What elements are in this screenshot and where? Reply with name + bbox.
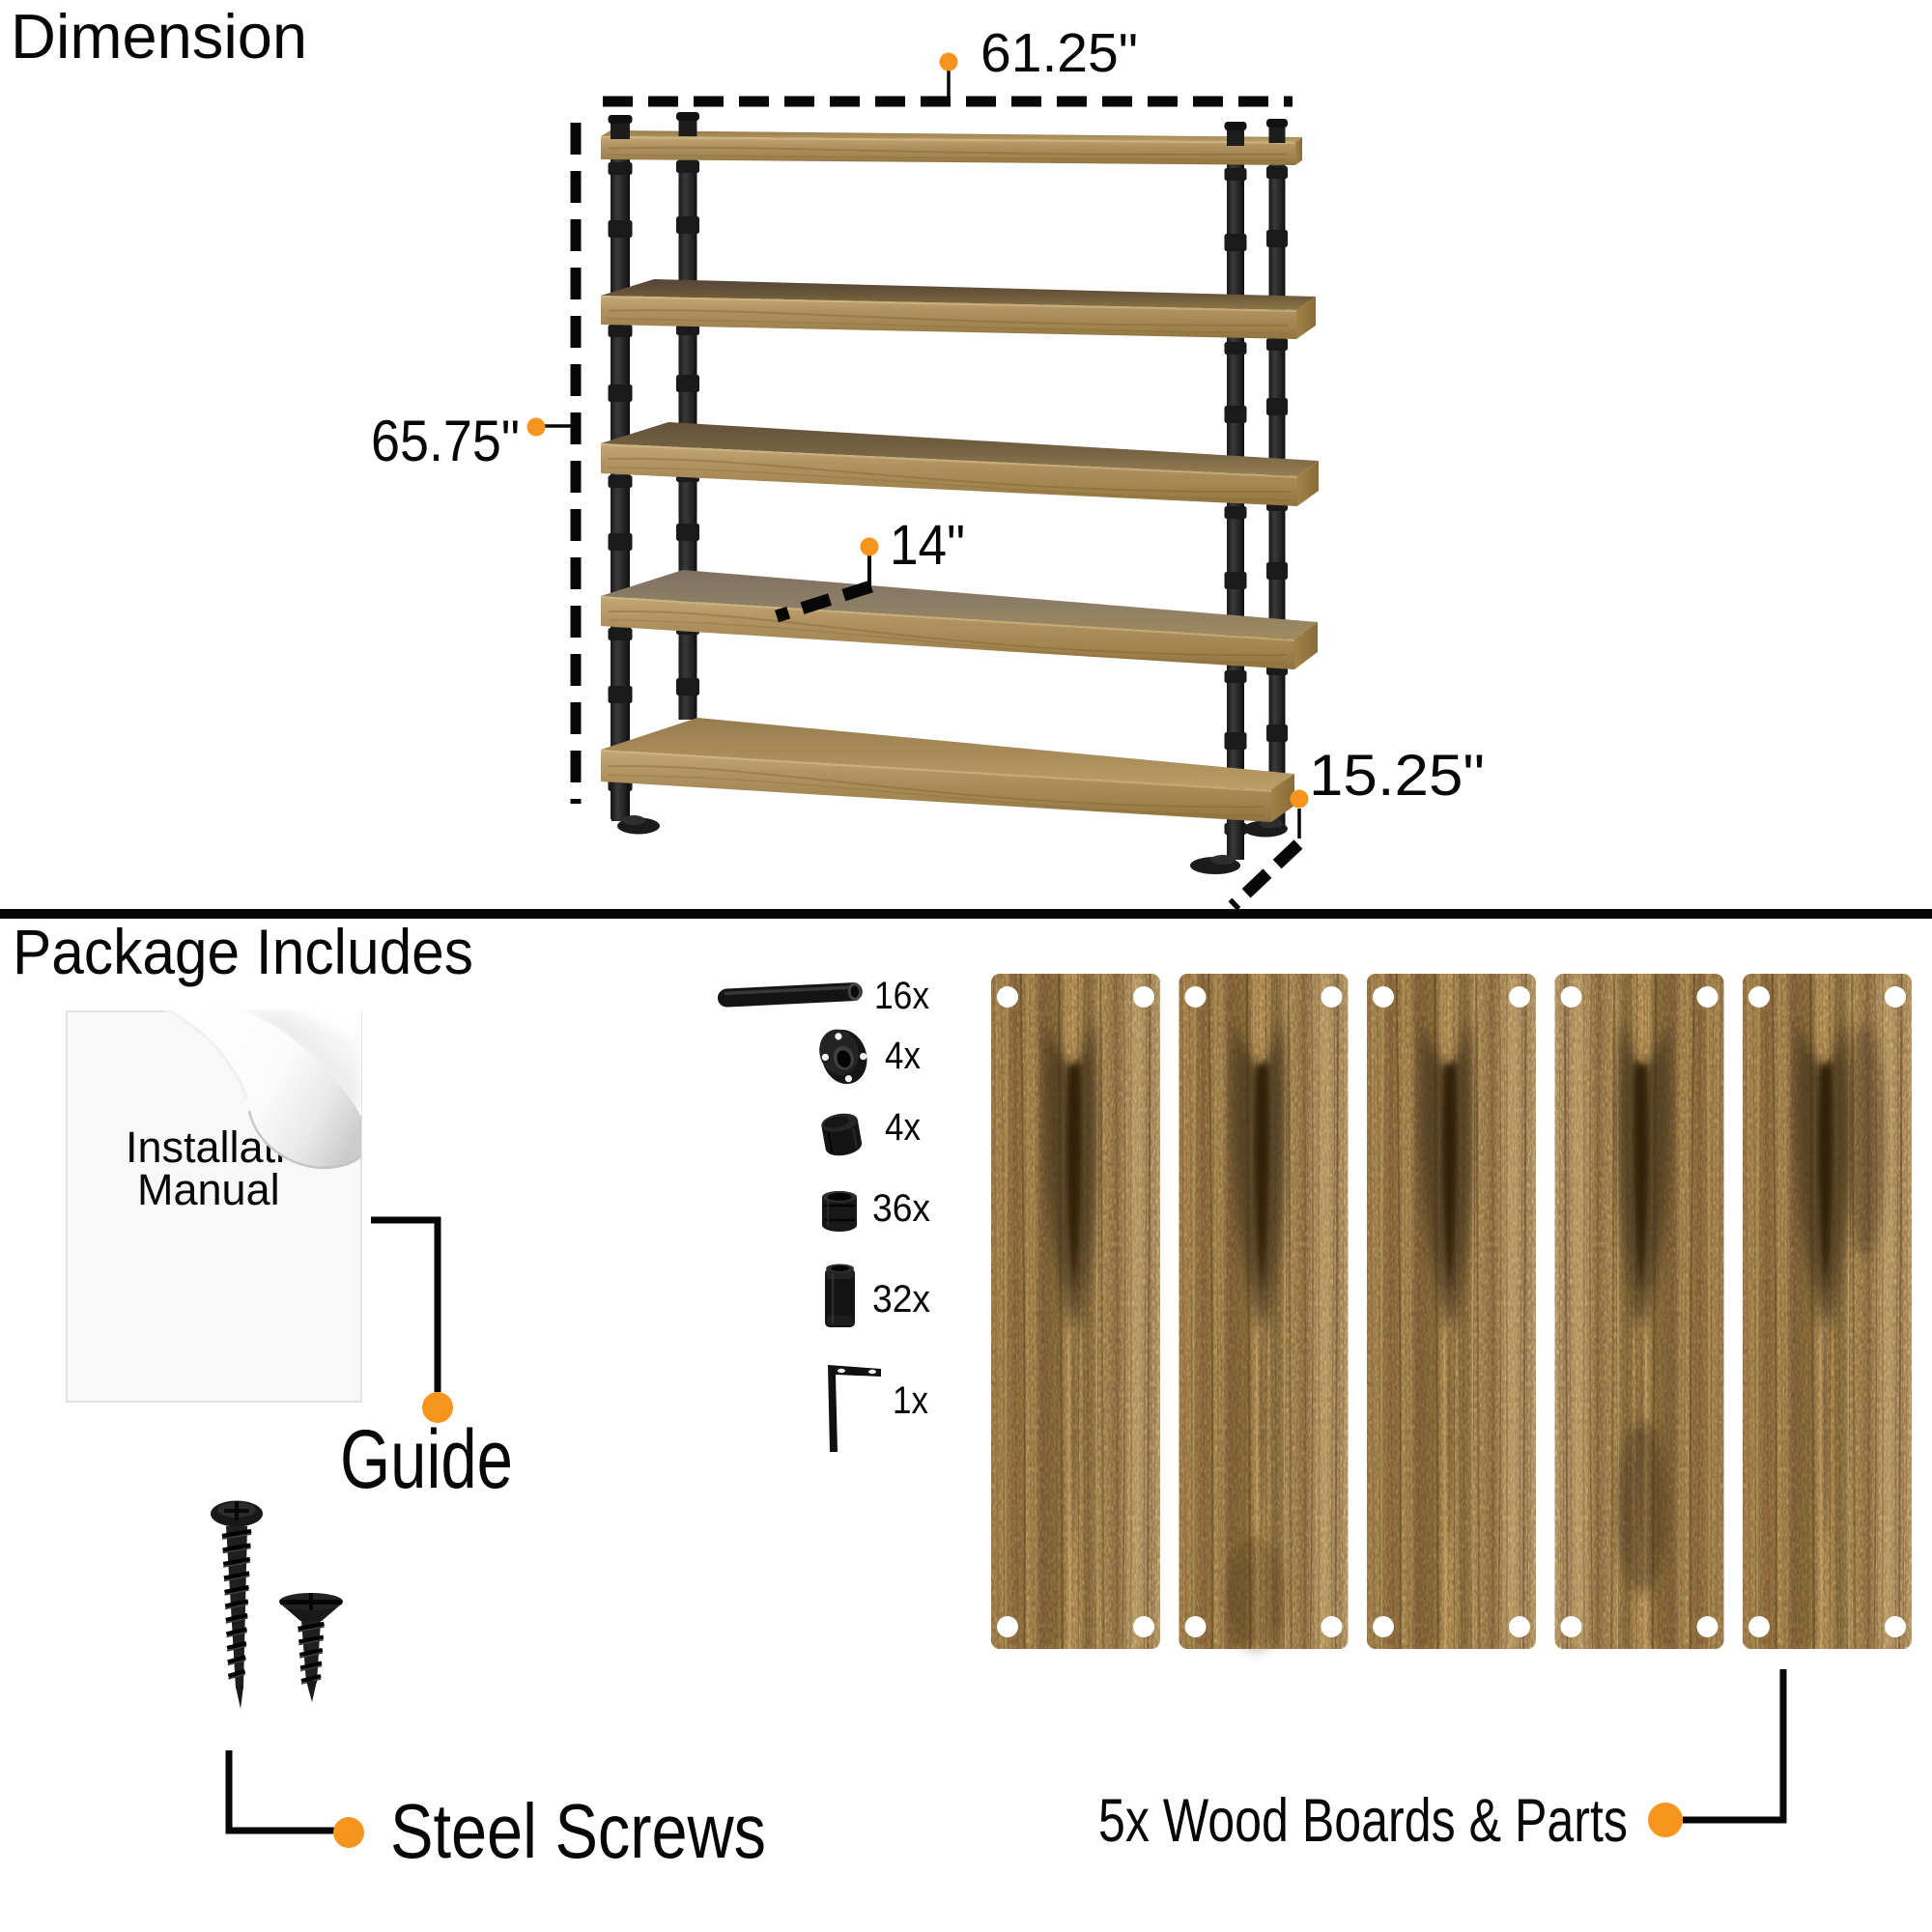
svg-text:Dimension: Dimension — [11, 1, 307, 71]
svg-text:15.25": 15.25" — [1309, 743, 1485, 808]
svg-text:16x: 16x — [874, 975, 929, 1017]
svg-text:Steel Screws: Steel Screws — [390, 1788, 766, 1874]
svg-text:65.75": 65.75" — [371, 409, 520, 473]
svg-text:Manual: Manual — [137, 1165, 280, 1214]
svg-text:5x Wood Boards & Parts: 5x Wood Boards & Parts — [1098, 1787, 1628, 1855]
svg-text:4x: 4x — [885, 1106, 921, 1149]
svg-text:14": 14" — [890, 514, 965, 577]
svg-text:Guide: Guide — [340, 1413, 513, 1506]
svg-text:36x: 36x — [872, 1187, 930, 1230]
svg-text:Package Includes: Package Includes — [13, 916, 473, 987]
svg-text:1x: 1x — [893, 1379, 928, 1422]
svg-text:61.25": 61.25" — [980, 22, 1138, 84]
svg-text:32x: 32x — [872, 1278, 930, 1321]
svg-text:4x: 4x — [885, 1035, 921, 1077]
